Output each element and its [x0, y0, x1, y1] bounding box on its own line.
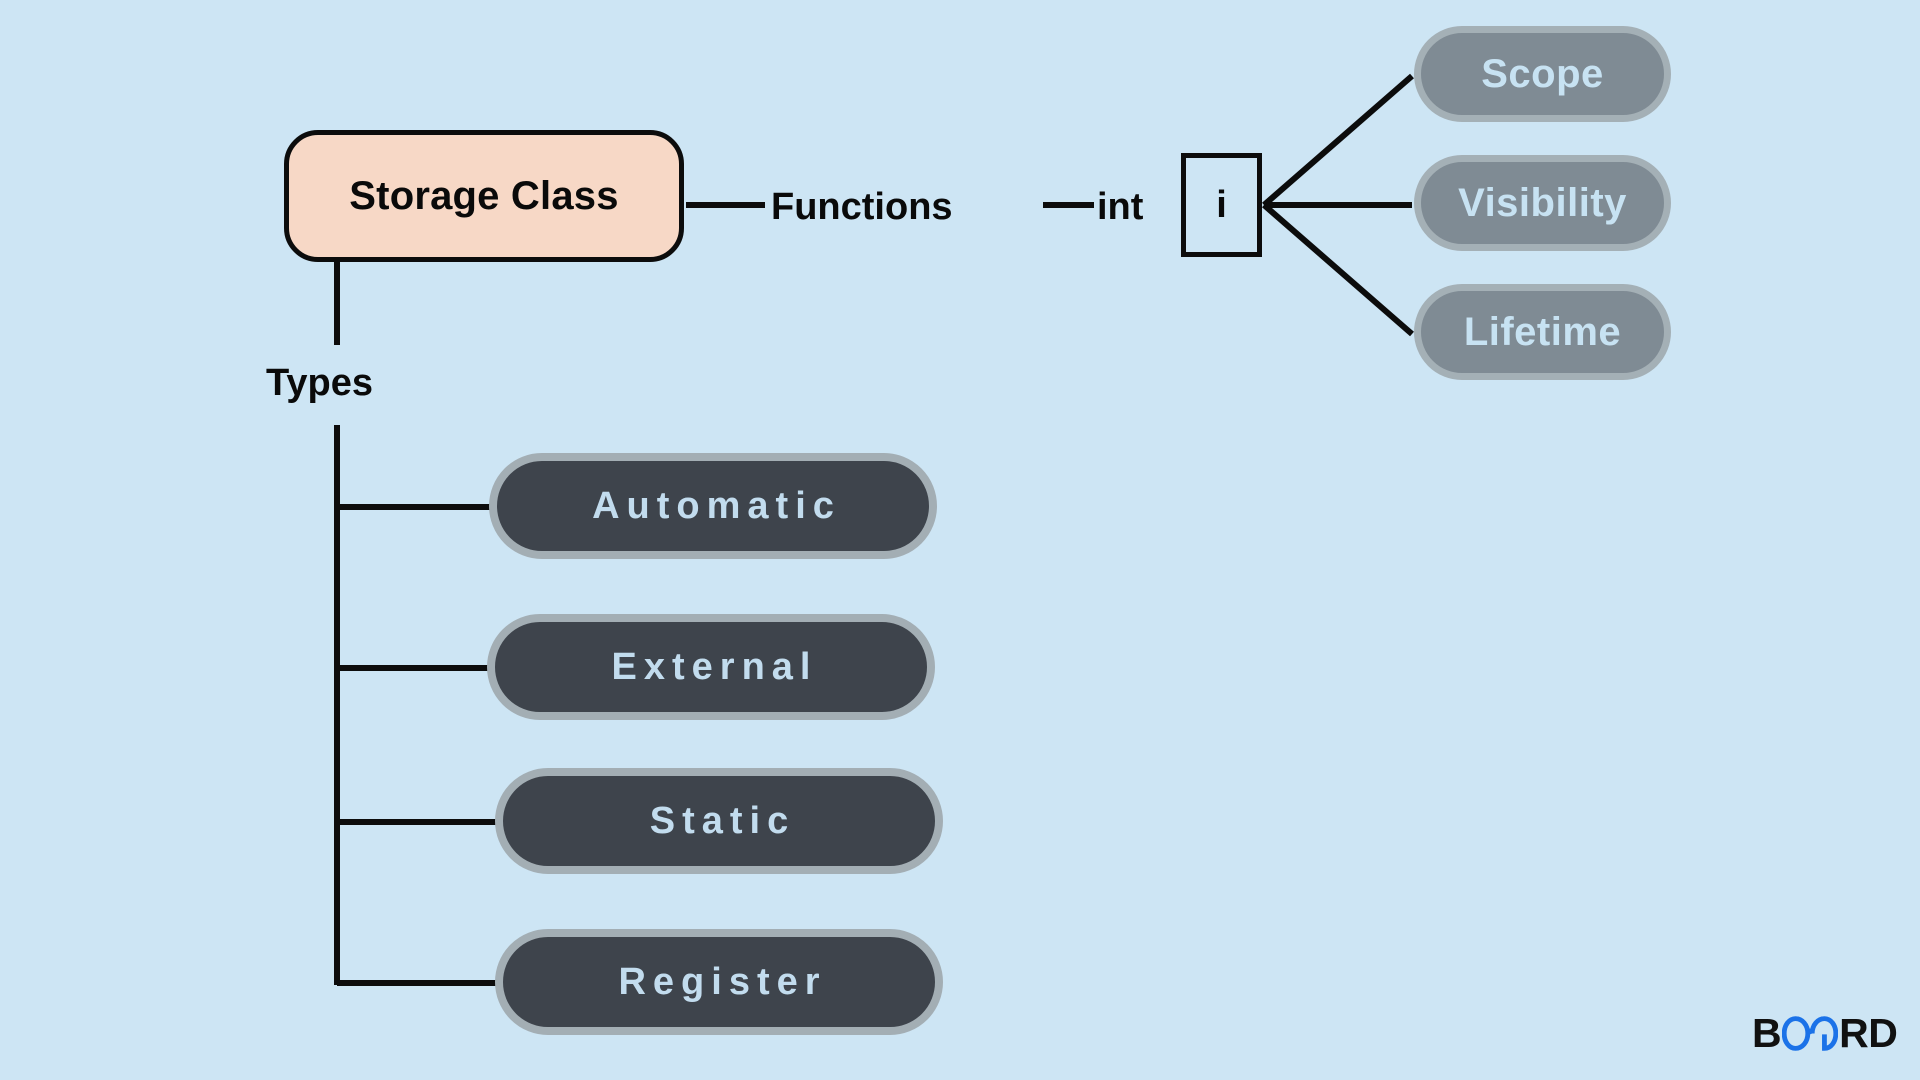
node-type-automatic-label: Automatic	[592, 484, 841, 527]
node-storage-class[interactable]: Storage Class	[284, 130, 684, 262]
brand-logo-text-after: RD	[1839, 1009, 1898, 1056]
edge-label-types: Types	[266, 362, 374, 404]
node-attribute-scope-label: Scope	[1481, 51, 1604, 96]
brand-logo-text-before: B	[1752, 1009, 1782, 1056]
node-attribute-visibility-label: Visibility	[1458, 180, 1627, 225]
node-attribute-lifetime-label: Lifetime	[1463, 309, 1622, 354]
node-attribute-lifetime[interactable]: Lifetime	[1414, 284, 1671, 380]
node-type-register-label: Register	[618, 960, 827, 1003]
node-type-static-label: Static	[649, 799, 796, 842]
node-attribute-scope[interactable]: Scope	[1414, 26, 1671, 122]
edge-label-functions: Functions	[771, 186, 953, 228]
node-type-automatic[interactable]: Automatic	[489, 453, 937, 559]
infinity-loop-icon	[1781, 1013, 1839, 1054]
node-type-register[interactable]: Register	[495, 929, 943, 1035]
edge-label-int: int	[1097, 186, 1144, 228]
wire-var-to-scope	[1262, 73, 1414, 208]
node-variable-i[interactable]: i	[1181, 153, 1262, 257]
wire-var-to-lifetime	[1262, 202, 1414, 337]
node-attribute-visibility[interactable]: Visibility	[1414, 155, 1671, 251]
node-storage-class-label: Storage Class	[349, 173, 619, 218]
node-type-static[interactable]: Static	[495, 768, 943, 874]
node-type-external-label: External	[611, 645, 818, 688]
node-variable-i-label: i	[1216, 183, 1227, 226]
node-type-external[interactable]: External	[487, 614, 935, 720]
brand-logo: B RD	[1752, 1009, 1898, 1056]
